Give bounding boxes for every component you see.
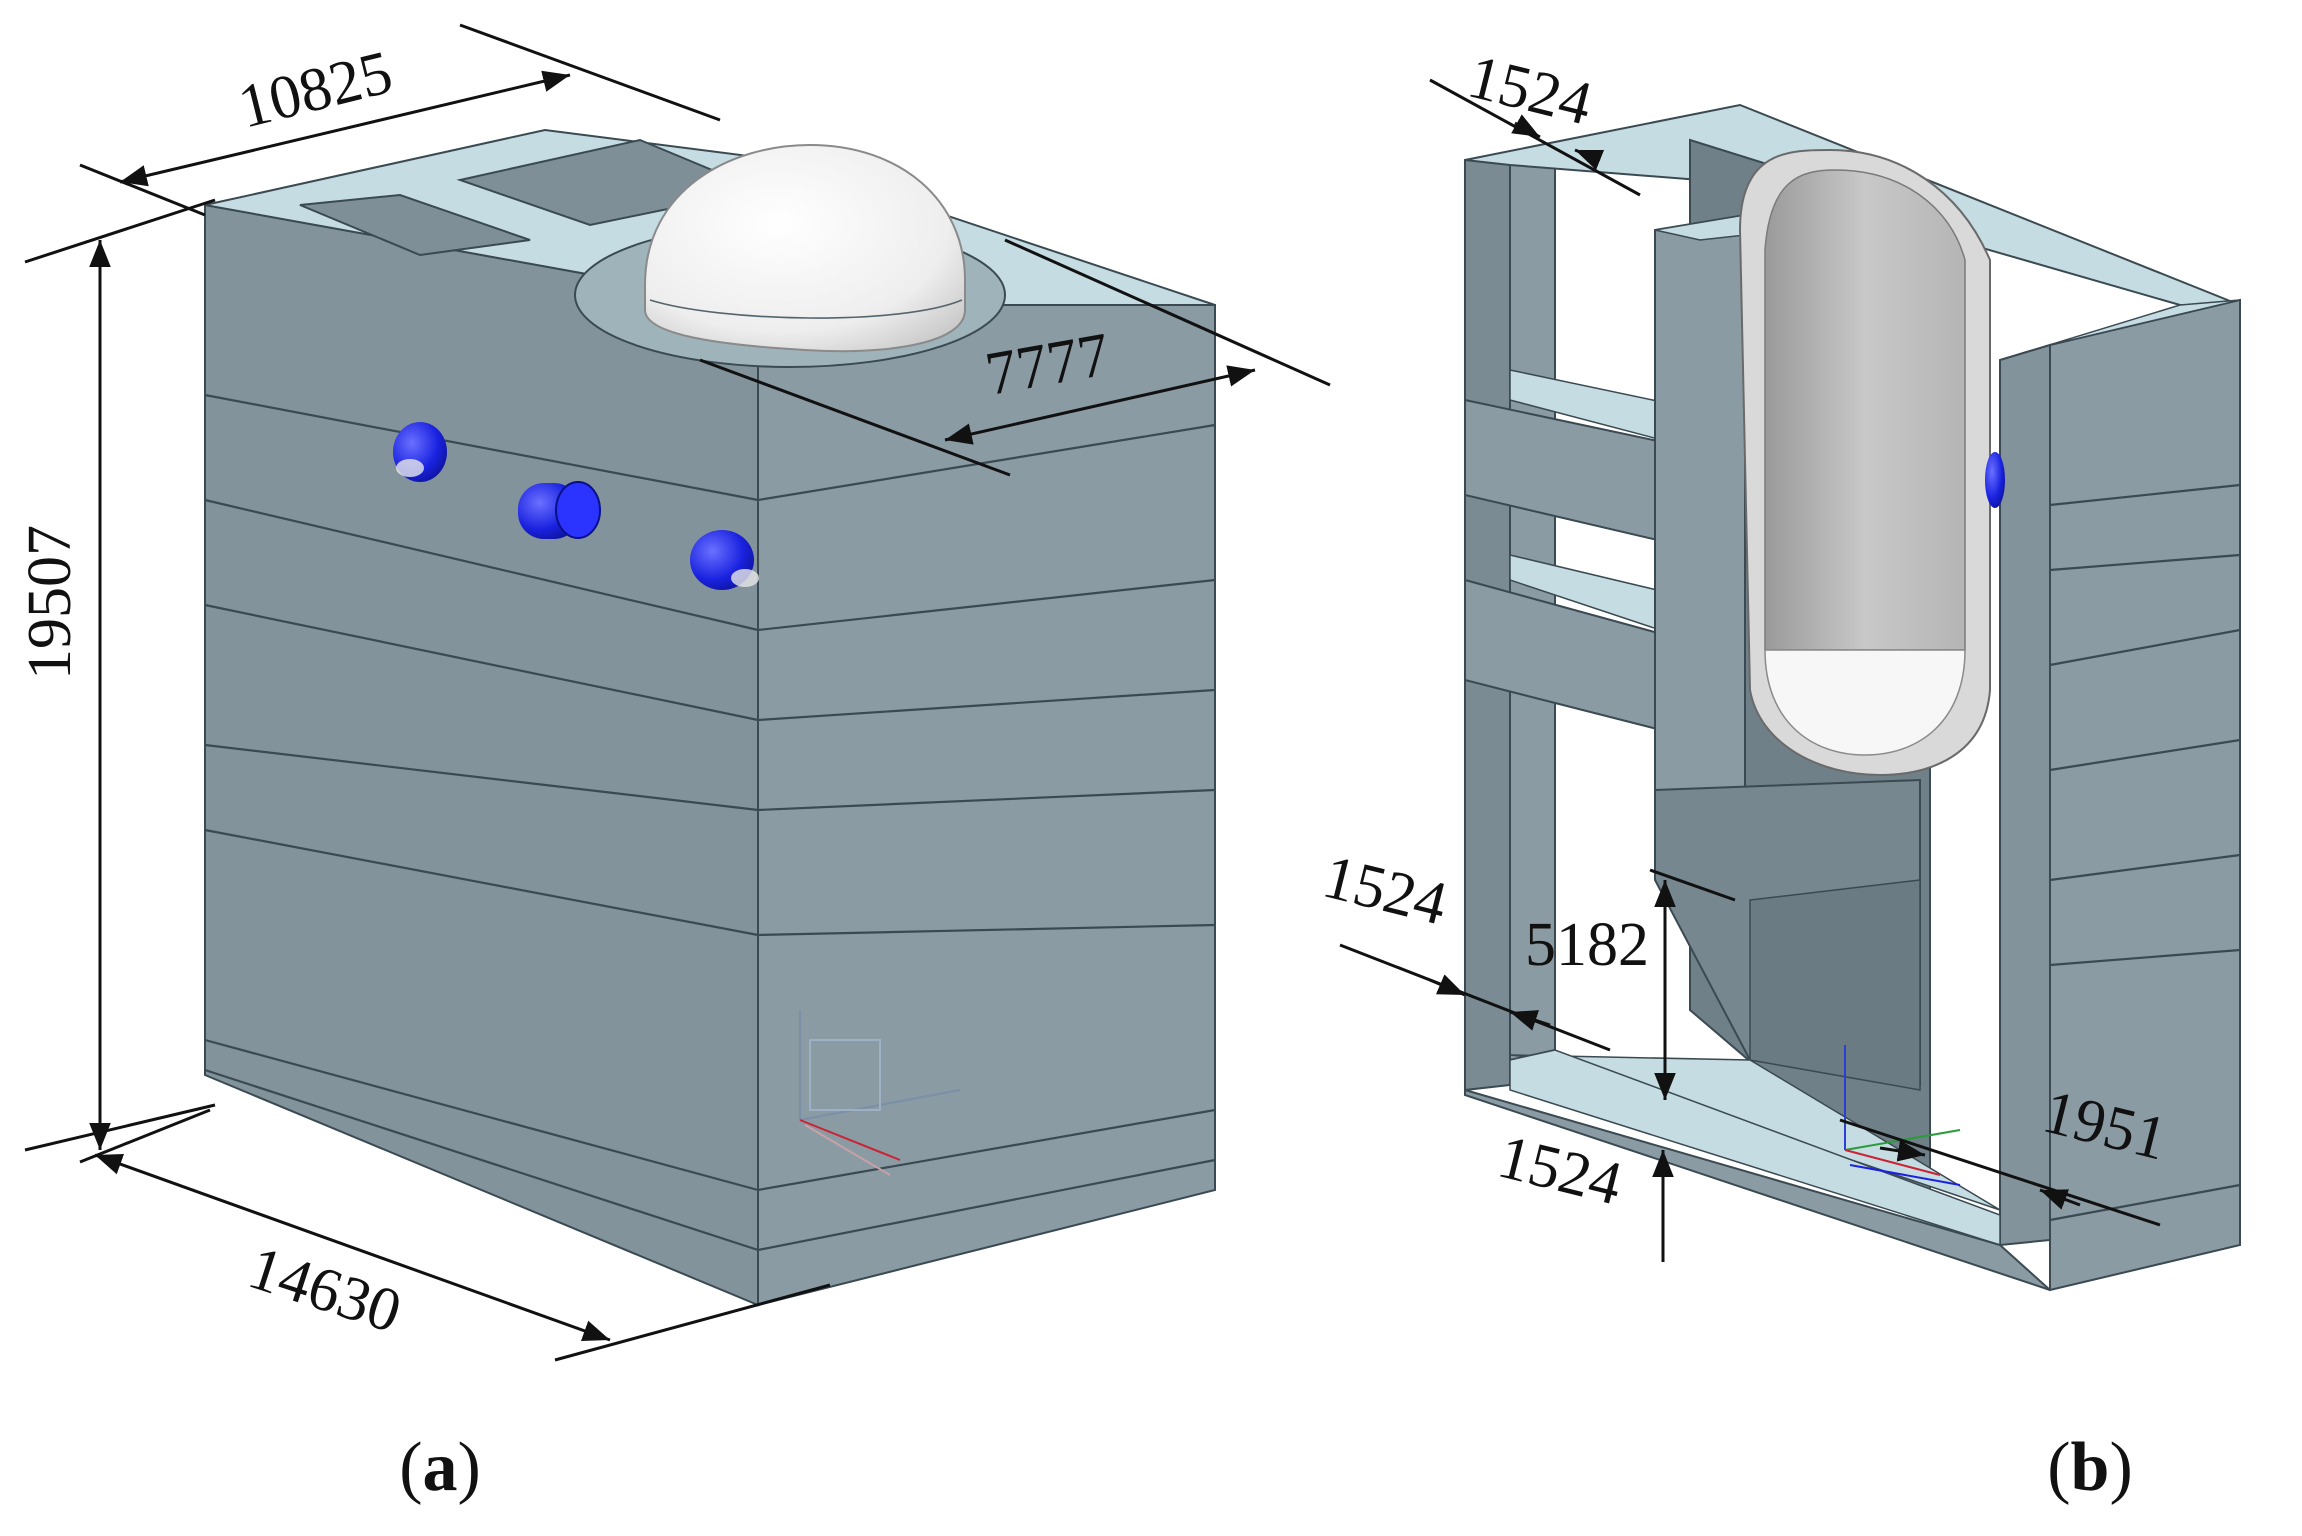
block-b-base xyxy=(1464,1088,2051,1291)
panel-b-cutaway xyxy=(1464,103,2241,1292)
block-b-layer-lines xyxy=(2049,483,2241,1222)
top-opening-left xyxy=(299,193,531,257)
inner-shield-column xyxy=(1654,213,1746,822)
dim-side-wall: 1524 xyxy=(1317,843,1454,939)
caption-b: (b) xyxy=(2047,1429,2133,1506)
dim-top-wall: 1524 xyxy=(1462,43,1599,139)
block-a-side-face xyxy=(757,304,1216,1307)
reactor-dome xyxy=(644,143,966,353)
penetration-pipes xyxy=(393,422,759,590)
reactor-vessel-cutaway xyxy=(1738,148,2005,777)
panel-a-block xyxy=(204,128,1216,1307)
dim-width-top: 10825 xyxy=(232,38,399,141)
dim-pit-height: 5182 xyxy=(1525,911,1649,979)
caption-a: (a) xyxy=(399,1429,481,1506)
dim-height: 19507 xyxy=(16,525,84,680)
block-b-right-wall-front xyxy=(1999,343,2051,1247)
axis-triad-a-icon xyxy=(799,1010,961,1176)
dim-depth-bottom: 14630 xyxy=(241,1234,409,1347)
